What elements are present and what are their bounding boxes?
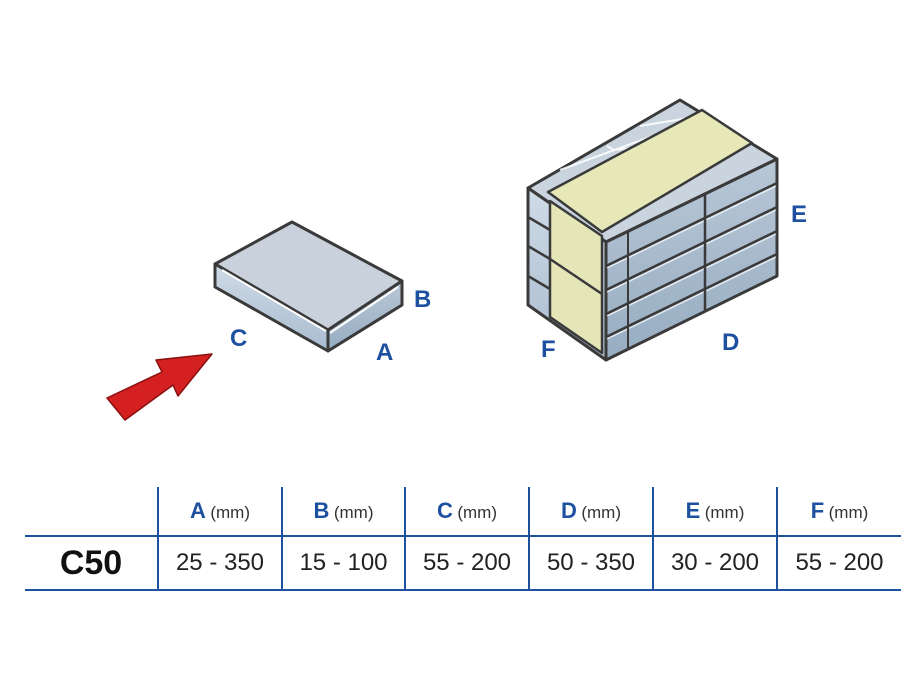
header-letter: D: [561, 498, 577, 523]
header-e: E (mm): [652, 487, 777, 537]
header-a: A (mm): [157, 487, 282, 537]
single-case: [213, 220, 404, 353]
header-letter: C: [437, 498, 453, 523]
header-unit: (mm): [704, 503, 745, 522]
value-c: 55 - 200: [404, 536, 529, 591]
label-c: C: [230, 325, 247, 352]
label-a: A: [376, 339, 393, 366]
header-c: C (mm): [404, 487, 529, 537]
pack-right-face: [604, 157, 779, 362]
label-b: B: [414, 286, 431, 313]
header-empty-cell: [25, 487, 158, 537]
pack-film-top: [546, 108, 754, 234]
header-letter: E: [685, 498, 701, 523]
single-case-right-face: [326, 279, 404, 353]
header-b: B (mm): [281, 487, 405, 537]
header-unit: (mm): [828, 503, 869, 522]
header-unit: (mm): [457, 503, 497, 522]
label-e: E: [791, 201, 807, 228]
value-b: 15 - 100: [281, 536, 405, 591]
header-letter: F: [810, 498, 825, 523]
header-unit: (mm): [210, 503, 250, 522]
header-unit: (mm): [581, 503, 621, 522]
label-d: D: [722, 329, 739, 356]
dimension-table: A (mm) B (mm) C (mm) D (mm) E (mm) F (mm…: [25, 487, 901, 591]
header-letter: B: [313, 498, 330, 523]
value-e: 30 - 200: [652, 536, 777, 591]
header-unit: (mm): [333, 503, 374, 522]
header-letter: A: [190, 498, 206, 523]
header-d: D (mm): [528, 487, 653, 537]
label-f: F: [541, 336, 556, 363]
packaging-diagram: B C A E F D: [106, 98, 807, 421]
feed-direction-arrow: [106, 353, 213, 421]
value-f: 55 - 200: [776, 536, 901, 591]
value-d: 50 - 350: [528, 536, 653, 591]
table-row: C50 25 - 350 15 - 100 55 - 200 50 - 350 …: [25, 536, 901, 591]
table-header-row: A (mm) B (mm) C (mm) D (mm) E (mm) F (mm…: [25, 487, 901, 537]
value-a: 25 - 350: [157, 536, 282, 591]
model-label: C50: [59, 543, 123, 582]
case-pack: [526, 98, 779, 362]
header-f: F (mm): [776, 487, 901, 537]
model-cell: C50: [25, 536, 158, 591]
